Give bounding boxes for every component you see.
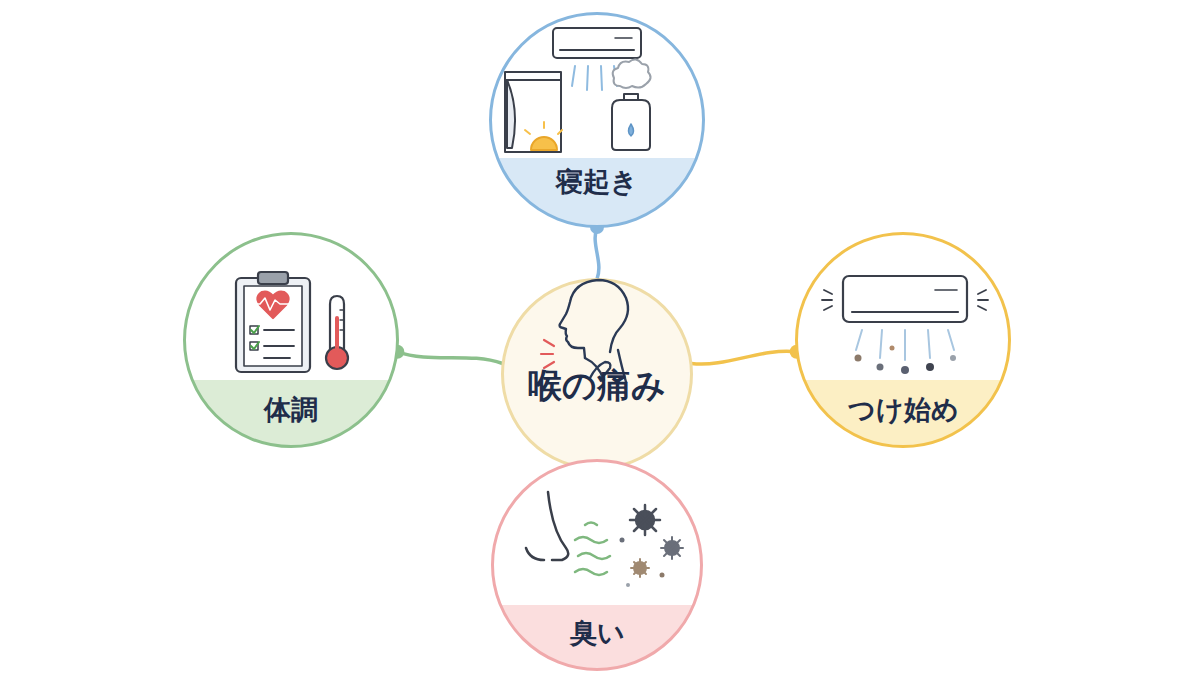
cause-label: 寝起き <box>556 166 638 198</box>
connector <box>390 345 502 364</box>
cause-circle: 寝起き <box>489 12 705 228</box>
cause-circle: つけ始め <box>795 232 1011 448</box>
cause-label: 臭い <box>570 617 625 649</box>
cause-label: つけ始め <box>848 394 959 426</box>
cause-circle: 臭い <box>491 459 703 671</box>
cause-circle: 体調 <box>183 232 399 448</box>
connector <box>590 220 604 279</box>
connector <box>691 345 803 364</box>
cause-label: 体調 <box>264 394 318 426</box>
hub-label: 喉の痛み <box>528 365 666 406</box>
hub-circle: 喉の痛み <box>501 278 693 470</box>
